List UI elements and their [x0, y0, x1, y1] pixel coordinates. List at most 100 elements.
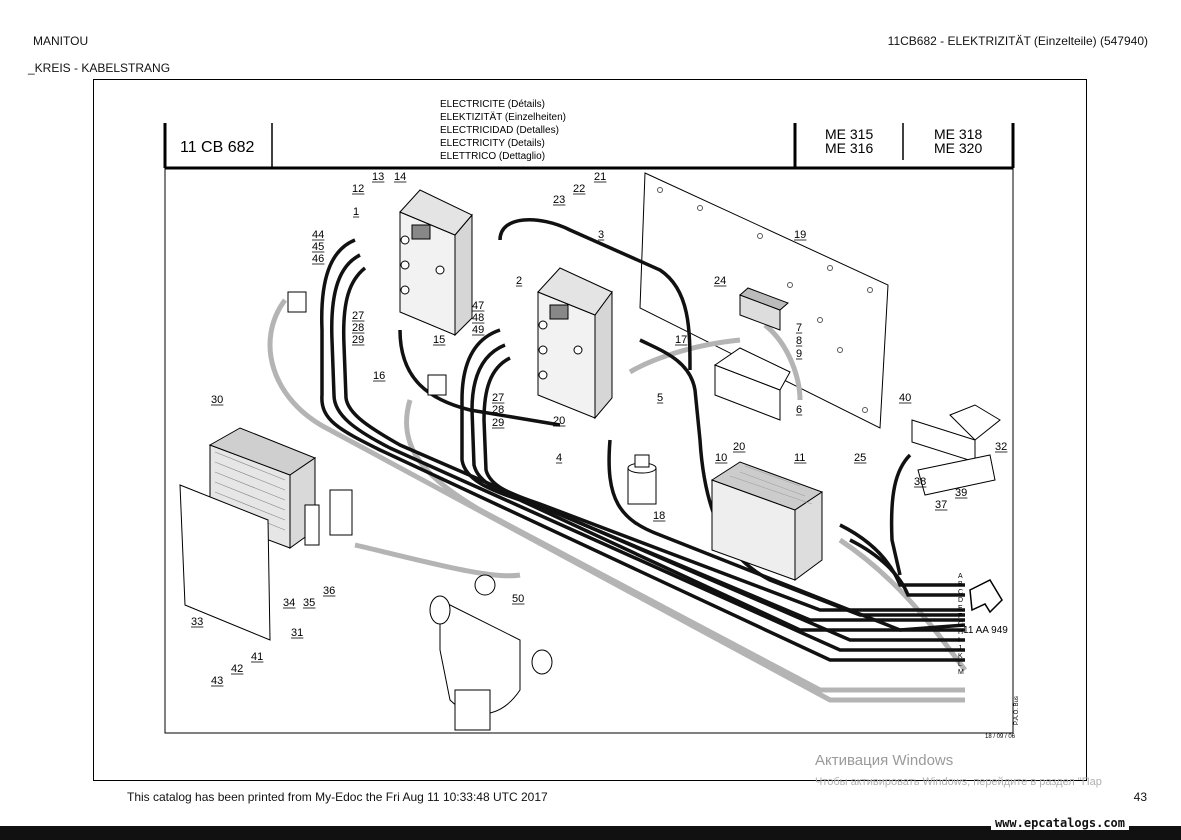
part-callout: 33: [191, 616, 203, 628]
diagram-frame: [93, 79, 1087, 781]
section-title: _KREIS - KABELSTRANG: [28, 61, 171, 75]
part-callout: 29: [352, 334, 364, 346]
part-callout: 8: [796, 335, 802, 347]
part-callout: 46: [312, 253, 324, 265]
part-callout: 2: [516, 275, 522, 287]
wire-letter: B: [958, 581, 963, 588]
converter-11: [710, 461, 824, 581]
wire-letter: E: [958, 605, 963, 612]
part-callout: 45: [312, 241, 324, 253]
part-callout: 29: [492, 417, 504, 429]
wire-letter: M: [958, 669, 964, 676]
part-callout: 22: [573, 183, 585, 195]
plate-title-fr: ELECTRICITE (Détails): [440, 99, 545, 110]
part-callout: 40: [899, 392, 911, 404]
title-block: [163, 123, 1015, 734]
part-callout: 20: [733, 441, 745, 453]
model-me318: ME 318: [934, 126, 982, 142]
part-callout: 17: [675, 334, 687, 346]
brand-name: MANITOU: [33, 34, 89, 48]
windows-activation-hint: Чтобы активировать Windows, перейдите в …: [815, 776, 1102, 788]
part-callout: 28: [352, 322, 364, 334]
part-callout: 27: [492, 392, 504, 404]
part-callout: 6: [796, 404, 802, 416]
part-callout: 4: [556, 452, 562, 464]
plate-title-en: ELECTRICITY (Details): [440, 138, 545, 149]
part-callout: 28: [492, 404, 504, 416]
part-callout: 1: [353, 206, 359, 218]
part-callout: 48: [472, 312, 484, 324]
part-callout: 43: [211, 675, 223, 687]
part-callout: 14: [394, 171, 406, 183]
part-callout: 36: [323, 585, 335, 597]
connectors: [287, 291, 447, 546]
ref-11aa949: 11 AA 949: [963, 625, 1008, 636]
part-callout: 15: [433, 334, 445, 346]
part-callout: 21: [594, 171, 606, 183]
part-callout: 47: [472, 300, 484, 312]
part-callout: 5: [657, 392, 663, 404]
wire-letter: F: [958, 613, 962, 620]
part-callout: 18: [653, 510, 665, 522]
relay-24: [739, 287, 789, 331]
bottom-bar: [0, 826, 1181, 840]
wire-letter: D: [958, 597, 963, 604]
part-callout: 38: [914, 476, 926, 488]
page-number: 43: [1133, 790, 1147, 804]
part-callout: 41: [251, 651, 263, 663]
wire-letter: G: [958, 621, 963, 628]
part-callout: 3: [598, 229, 604, 241]
plate-title-de: ELEKTIZITÄT (Einzelheiten): [440, 111, 566, 123]
wire-bundle: [320, 218, 966, 662]
part-callout: 25: [854, 452, 866, 464]
document-title: 11CB682 - ELEKTRIZITÄT (Einzelteile) (54…: [887, 34, 1148, 48]
plate-title-it: ELETTRICO (Dettaglio): [440, 151, 545, 162]
wire-letter: J: [958, 645, 962, 652]
model-me315: ME 315: [825, 126, 873, 142]
battery-connector-40: [911, 404, 1001, 496]
part-callout: 35: [303, 597, 315, 609]
part-callout: 49: [472, 324, 484, 336]
part-callout: 34: [283, 597, 295, 609]
part-callout: 12: [352, 183, 364, 195]
part-callout: 16: [373, 370, 385, 382]
site-watermark: www.epcatalogs.com: [990, 816, 1129, 830]
part-callout: 9: [796, 348, 802, 360]
part-callout: 13: [372, 171, 384, 183]
wire-letter: L: [958, 661, 962, 668]
part-callout: 20: [553, 415, 565, 427]
controller-2: [537, 267, 613, 420]
part-callout: 39: [955, 487, 967, 499]
plate-author: P.A.O. Bus: [1014, 696, 1020, 725]
wire-letters: A B C D E F G H I J K L M: [958, 573, 964, 676]
part-callout: 7: [796, 322, 802, 334]
plate-code: 11 CB 682: [180, 139, 255, 156]
bracket-6: [713, 347, 791, 421]
part-callout: 19: [794, 229, 806, 241]
part-callout: 24: [714, 275, 726, 287]
part-callout: 23: [553, 194, 565, 206]
wire-letter: H: [958, 629, 963, 636]
part-callout: 42: [231, 663, 243, 675]
plate-date: 18 / 09 / 06: [985, 734, 1016, 740]
part-callout: 32: [995, 441, 1007, 453]
cover-plate-31: [179, 484, 271, 641]
wire-letter: I: [958, 637, 960, 644]
model-me316: ME 316: [825, 140, 873, 156]
ref-arrow-icon: [969, 579, 1003, 614]
part-callout: 30: [211, 394, 223, 406]
part-callout: 37: [935, 499, 947, 511]
part-callout: 10: [715, 452, 727, 464]
controller-1: [399, 189, 473, 337]
wire-letter: K: [958, 653, 963, 660]
model-me320: ME 320: [934, 140, 982, 156]
wire-letter: A: [958, 573, 963, 580]
contactor-18: [627, 454, 657, 505]
motor-50: [429, 574, 553, 731]
part-callout: 31: [291, 627, 303, 639]
part-callout: 50: [512, 593, 524, 605]
windows-activation-title: Активация Windows: [815, 752, 954, 769]
plate-title-es: ELECTRICIDAD (Detalles): [440, 125, 559, 136]
